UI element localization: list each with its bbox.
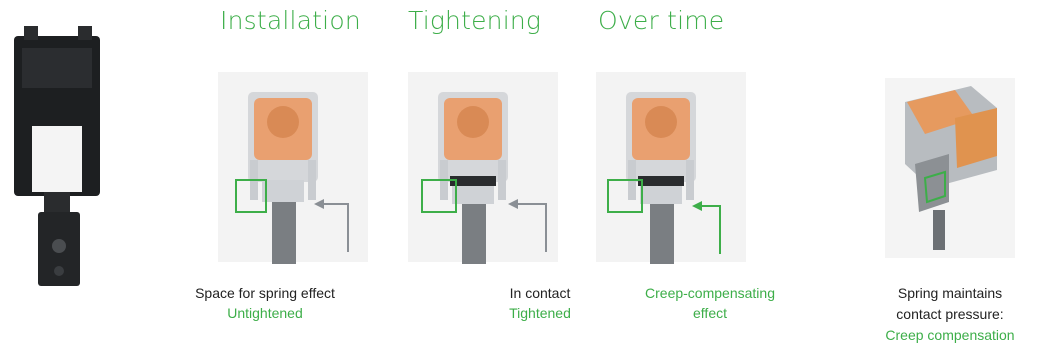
terminal-installation-illustration — [218, 72, 368, 264]
caption-result-line2: contact pressure: — [896, 306, 1004, 322]
terminal-over-time-illustration — [596, 72, 746, 264]
stage-title-tightening: Tightening — [408, 6, 542, 35]
caption-over-time: Creep-compensating effect — [625, 283, 795, 323]
caption-installation-line1: Space for spring effect — [195, 285, 335, 301]
caption-installation: Space for spring effect Untightened — [170, 283, 360, 323]
caption-installation-line2: Untightened — [227, 305, 303, 321]
terminal-tightening-illustration — [408, 72, 558, 264]
caption-result-line1: Spring maintains — [897, 285, 1003, 301]
spring-terminal-3d-illustration — [885, 78, 1015, 258]
caption-tightening-line1: In contact — [509, 285, 571, 301]
caption-tightening: In contact Tightened — [470, 283, 610, 323]
pointer-arrow-green-icon — [700, 205, 721, 254]
caption-over-time-line1: Creep-compensating — [645, 285, 775, 301]
pointer-arrow-gray-icon — [322, 203, 349, 252]
caption-result: Spring maintains contact pressure: Creep… — [865, 283, 1035, 346]
circuit-breaker-photo — [4, 26, 112, 288]
caption-result-line3: Creep compensation — [885, 327, 1015, 343]
caption-tightening-line2: Tightened — [509, 305, 571, 321]
stage-title-over-time: Over time — [598, 6, 725, 35]
stage-title-installation: Installation — [220, 6, 361, 35]
pointer-arrow-gray-icon — [516, 203, 547, 252]
caption-over-time-line2: effect — [693, 305, 727, 321]
